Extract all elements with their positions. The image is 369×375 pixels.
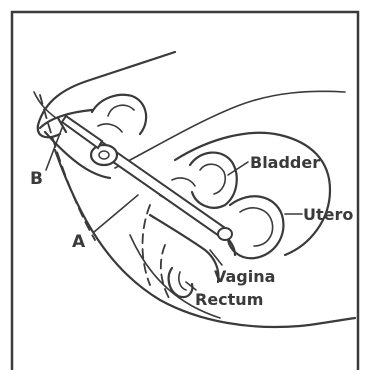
label-a: A — [72, 232, 86, 252]
label-rectum: Rectum — [195, 290, 263, 309]
applicator-plunger — [58, 116, 102, 148]
label-utero: Utero — [303, 205, 353, 224]
label-bladder: Bladder — [250, 153, 320, 172]
applicator-tube — [91, 142, 232, 240]
diagram-border — [12, 12, 358, 370]
uterus-shape — [228, 196, 283, 258]
tissue-folds — [92, 95, 146, 134]
label-b: B — [30, 169, 43, 189]
bladder-shape — [190, 153, 237, 208]
label-vagina: Vagina — [214, 267, 275, 286]
